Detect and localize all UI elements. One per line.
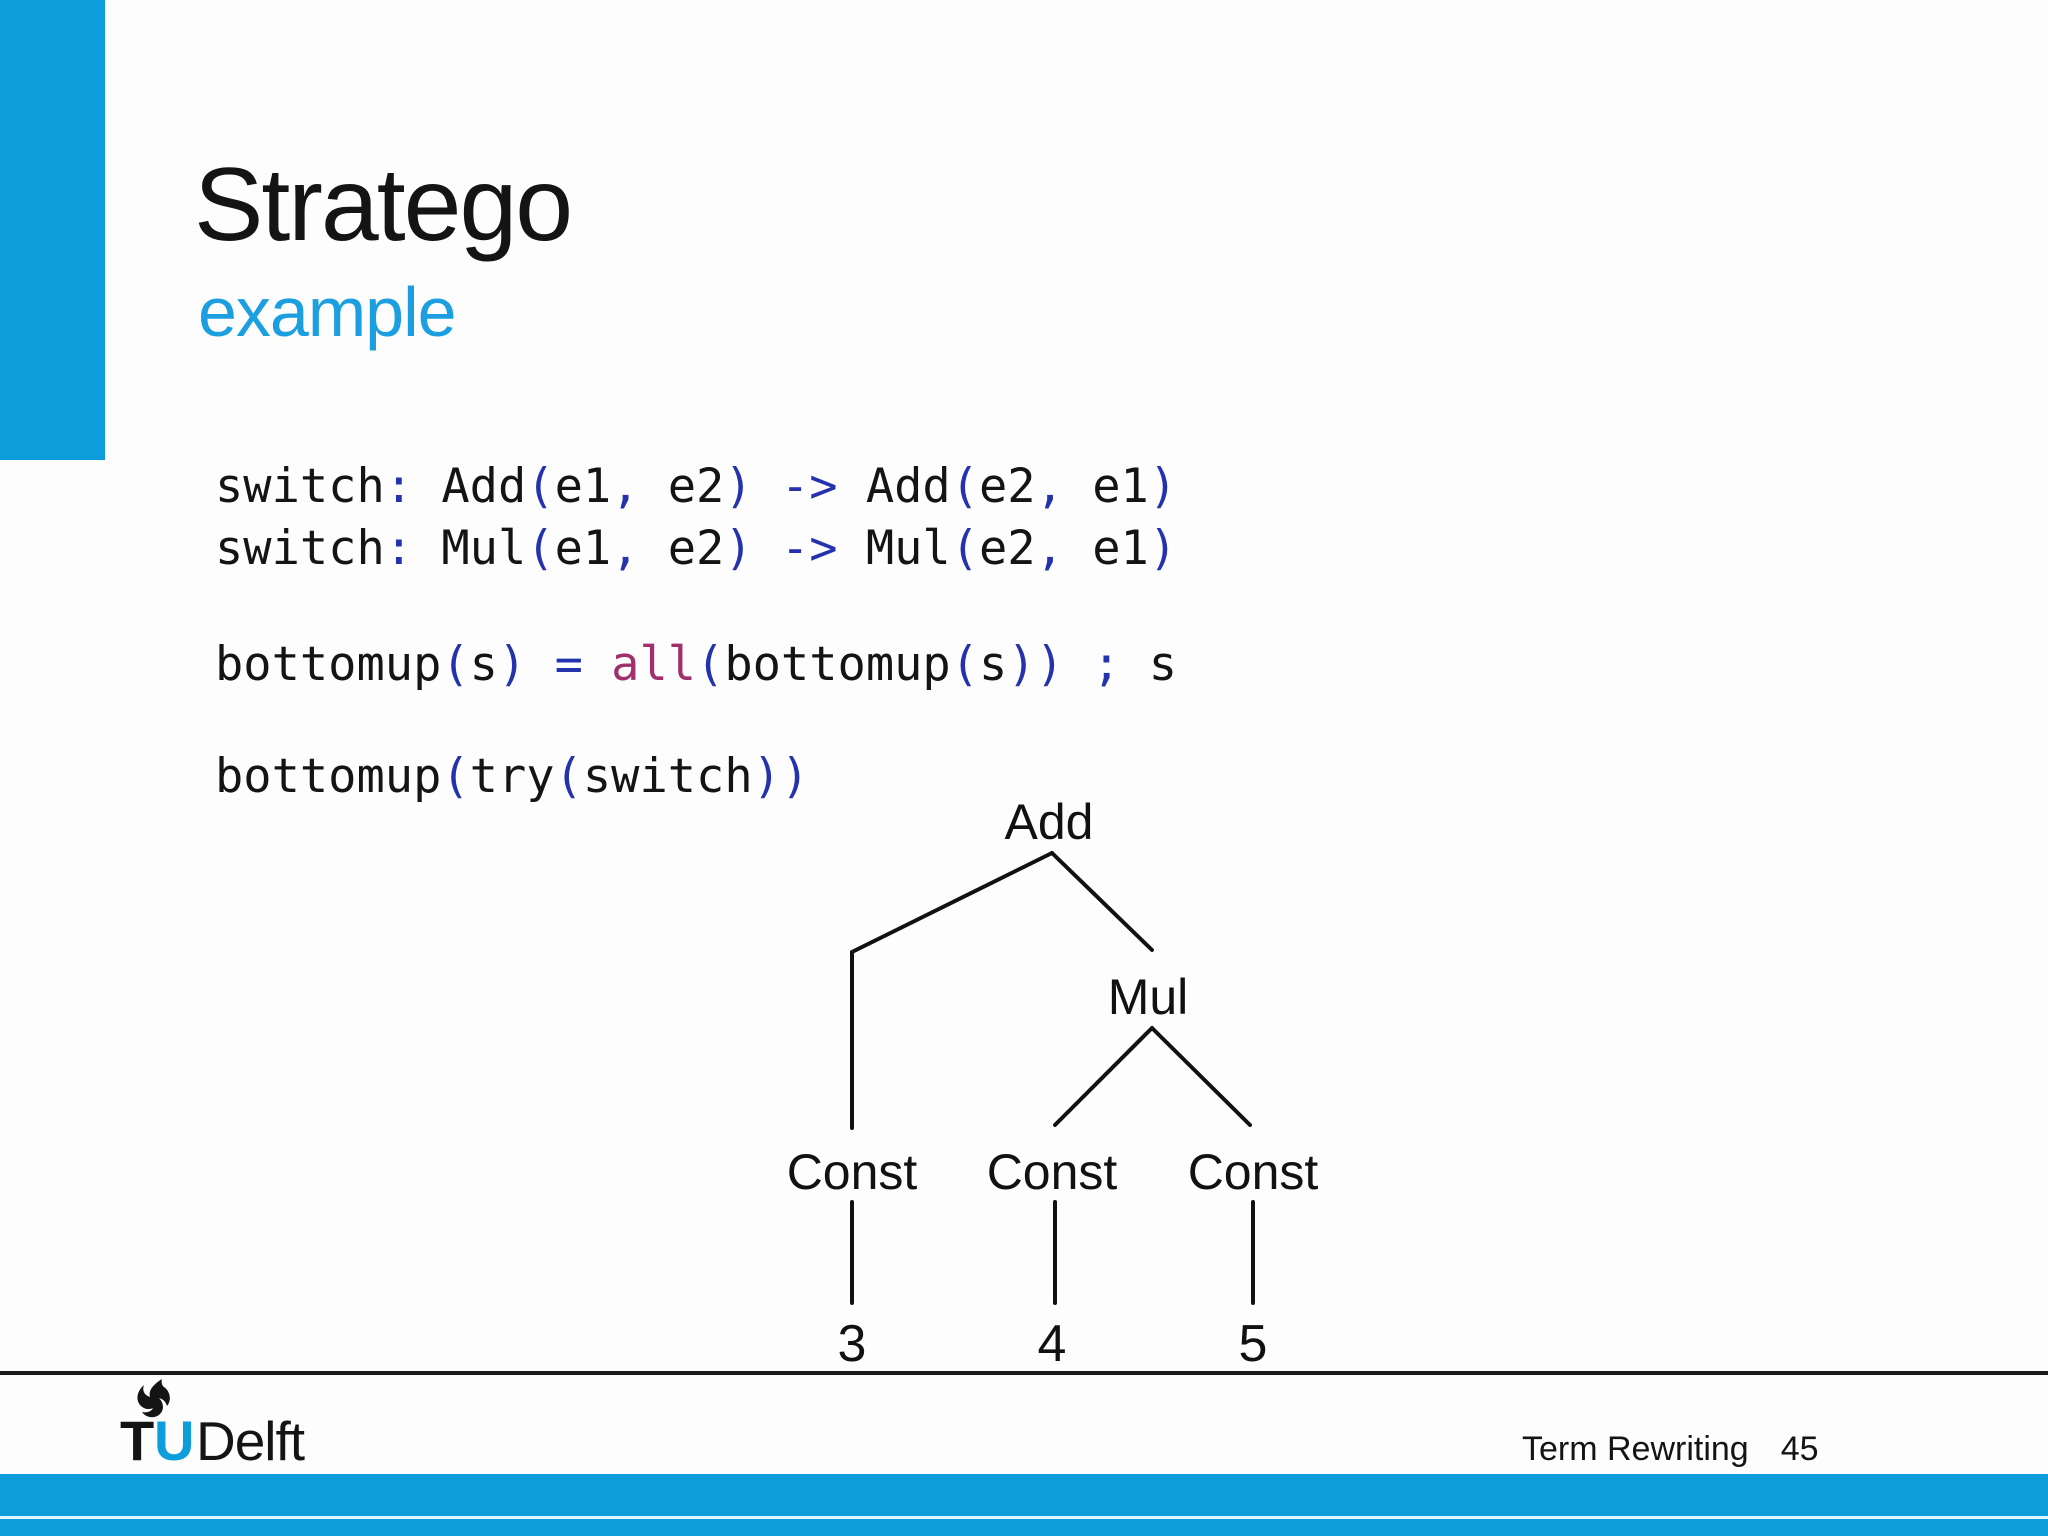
logo-letter-u: U [154,1409,194,1472]
footer-page-number: 45 [1780,1430,1819,1468]
tree-node-add: Add [1004,794,1094,850]
code-line-switch-add: switch: Add(e1, e2) -> Add(e2, e1) [215,459,1178,514]
tree-node-mul: Mul [1107,969,1189,1025]
footer-right: Term Rewriting 45 [1522,1430,1819,1469]
tree-node-const-right: Const [1187,1144,1319,1200]
tree-leaf-5: 5 [1238,1315,1268,1373]
code-line-bottomup-def: bottomup(s) = all(bottomup(s)) ; s [215,637,1178,692]
bottom-accent-bar [0,1474,2048,1536]
tree-leaf-3: 3 [837,1315,867,1373]
left-accent-bar [0,0,105,460]
footer-course-label: Term Rewriting [1522,1430,1749,1468]
code-line-switch-mul: switch: Mul(e1, e2) -> Mul(e2, e1) [215,521,1178,576]
page-title: Stratego [194,147,573,263]
code-line-bottomup-apply: bottomup(try(switch)) [215,749,810,804]
tudelft-logo: T U Delft [118,1378,378,1472]
logo-text-delft: Delft [196,1410,305,1472]
footer-divider-line [0,1371,2048,1375]
bottom-bar-highlight-line [0,1516,2048,1519]
page-subtitle: example [198,273,457,351]
tree-leaf-4: 4 [1037,1315,1067,1373]
flame-icon [137,1379,170,1418]
tree-node-const-left: Const [786,1144,918,1200]
logo-letter-t: T [120,1409,154,1472]
tree-node-const-mid: Const [986,1144,1118,1200]
